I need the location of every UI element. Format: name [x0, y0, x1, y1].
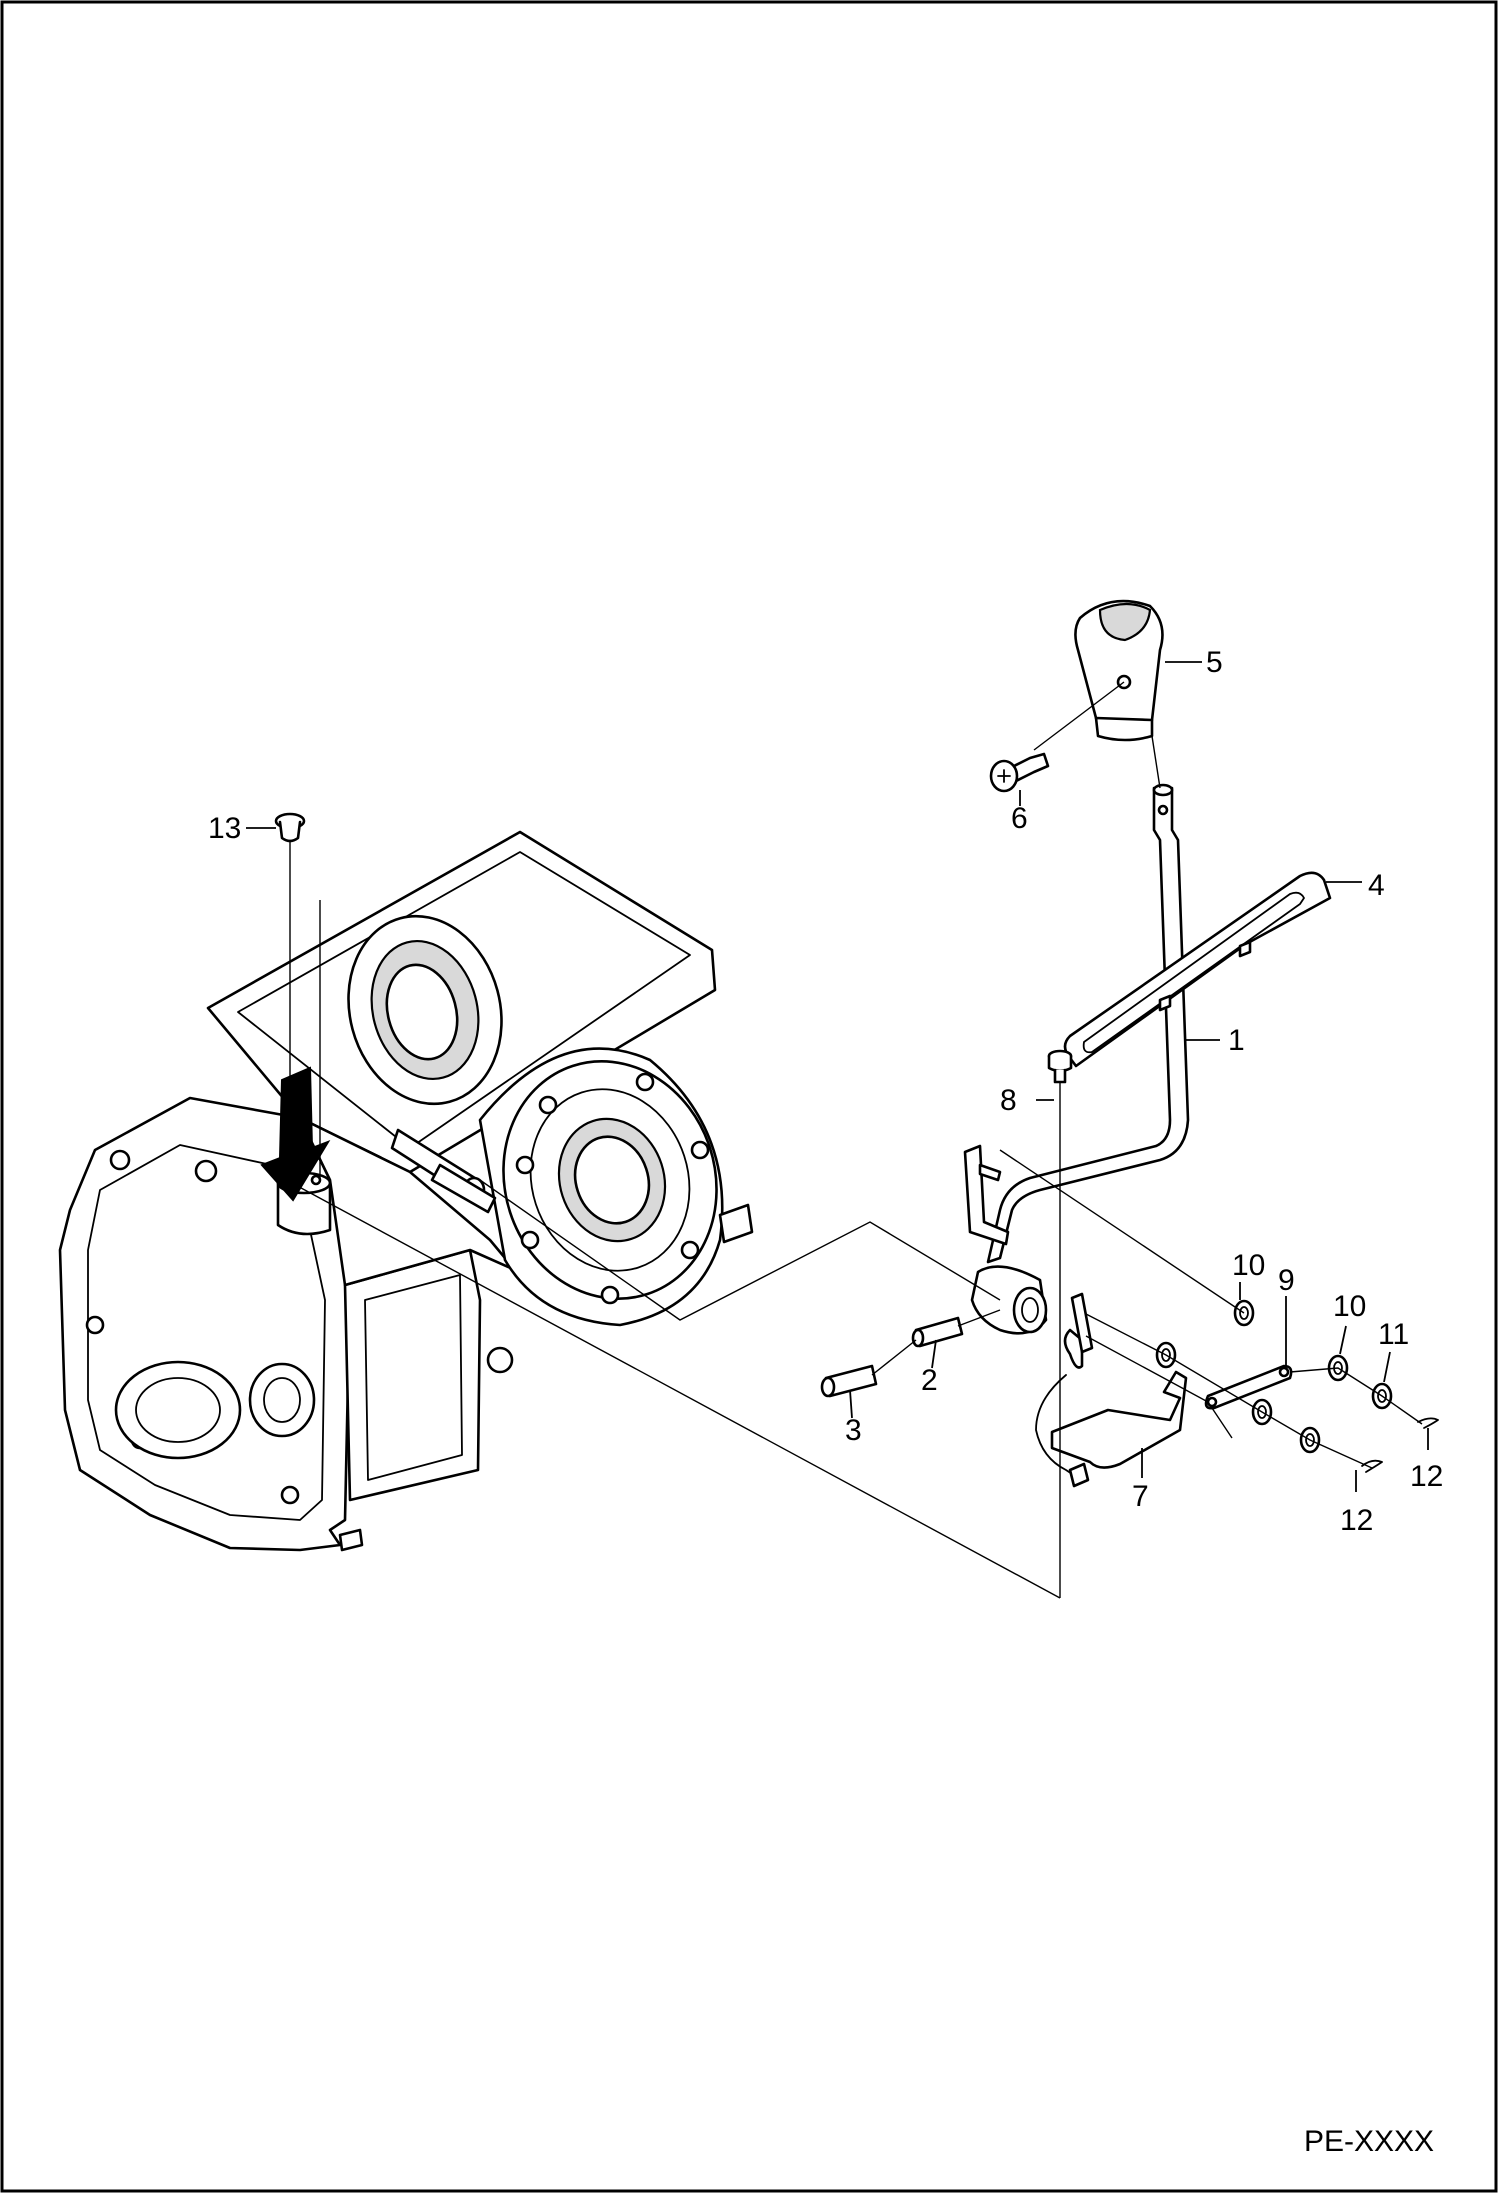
- breather-cap: [274, 812, 306, 843]
- bracket: [1035, 1292, 1188, 1488]
- screw: [989, 752, 1050, 793]
- down-arrow-icon: [260, 1066, 331, 1202]
- callout-1: 1: [1228, 1024, 1245, 1057]
- leader-lines: [246, 661, 1429, 1492]
- callout-2: 2: [921, 1364, 938, 1397]
- callout-8: 8: [1000, 1084, 1017, 1117]
- callout-12-lower: 12: [1340, 1504, 1373, 1537]
- shift-knob: [1074, 599, 1164, 742]
- callout-11: 11: [1378, 1318, 1409, 1351]
- callout-3: 3: [845, 1414, 862, 1447]
- callout-4: 4: [1368, 869, 1385, 902]
- assembly-lines: [289, 681, 1423, 1599]
- bolt: [1047, 1049, 1073, 1084]
- callout-7: 7: [1132, 1480, 1149, 1513]
- callout-13: 13: [208, 812, 241, 845]
- figure-code: PE-XXXX: [1304, 2125, 1434, 2158]
- shift-lever: [963, 783, 1190, 1335]
- callout-labels: 1 2 3 4 5 6 7 8 9 10 10 11 12 12 13: [208, 646, 1443, 1537]
- callout-12-upper: 12: [1410, 1460, 1443, 1493]
- callout-5: 5: [1206, 646, 1223, 679]
- callout-10-left: 10: [1232, 1249, 1265, 1282]
- callout-10-right: 10: [1333, 1290, 1366, 1323]
- pin-short: [911, 1316, 964, 1348]
- pin-long: [820, 1364, 878, 1398]
- link-plate: [1204, 1364, 1293, 1410]
- shift-guide-plate: [1063, 871, 1332, 1068]
- callout-9: 9: [1278, 1264, 1295, 1297]
- callout-6: 6: [1011, 802, 1028, 835]
- transmission-housing: [58, 830, 754, 1552]
- retaining-clips: [1361, 1417, 1439, 1473]
